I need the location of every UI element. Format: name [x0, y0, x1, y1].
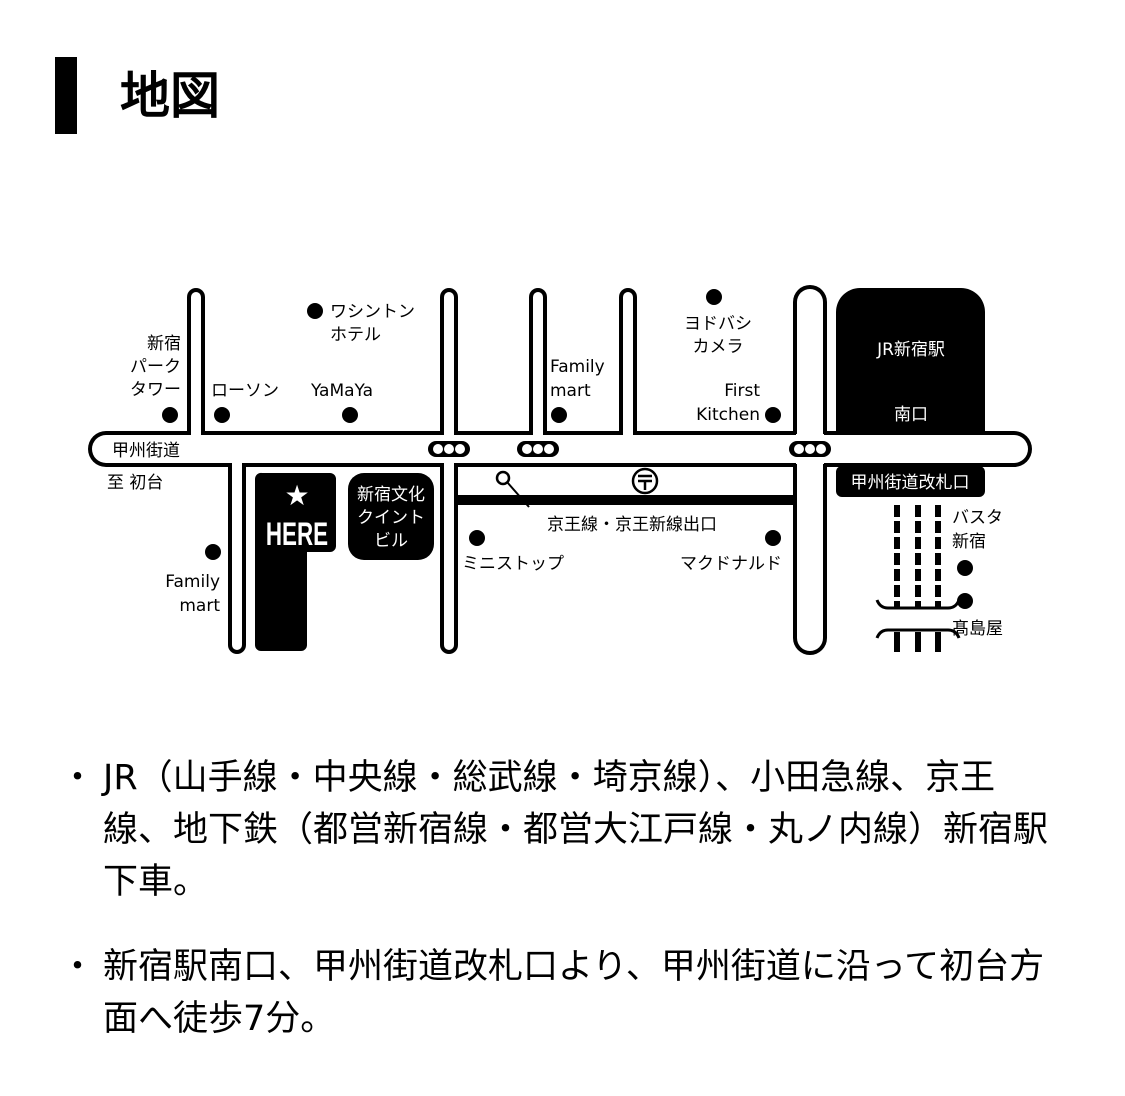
access-map: ★ HERE 新宿文化 クイント ビル JR新宿駅 南口 甲州街道改札口 甲州街… [88, 285, 1032, 655]
koshu-gate-box [836, 466, 985, 497]
map-label: mart [179, 596, 220, 616]
map-label: ヨドバシ [684, 314, 752, 334]
dot-ministop [469, 530, 485, 546]
map-label: mart [550, 381, 591, 401]
map-label: ホテル [330, 325, 381, 345]
dot-takashimaya [957, 593, 973, 609]
heading-bar [55, 57, 77, 134]
dot-first-kitchen [765, 407, 781, 423]
map-label: 南口 [894, 405, 928, 425]
map-label: マクドナルド [680, 554, 782, 574]
map-label: 甲州街道改札口 [851, 473, 970, 493]
traffic-light-icon [517, 441, 559, 457]
bullet: ・ [60, 758, 96, 798]
star-icon: ★ [284, 479, 309, 512]
map-label: 新宿 [952, 532, 986, 552]
map-label: ワシントン [330, 302, 415, 322]
map-label: YaMaYa [310, 381, 373, 401]
landmark-dots [162, 289, 973, 609]
map-label: 髙島屋 [952, 619, 1003, 639]
here-building [254, 472, 336, 651]
note-text: 新宿駅南口、甲州街道改札口より、甲州街道に沿って初台方面へ徒歩7分。 [103, 947, 1045, 1039]
map-label: ミニストップ [462, 554, 564, 574]
map-label: 新宿 [147, 334, 181, 354]
dot-yamaya [342, 407, 358, 423]
map-label: Kitchen [696, 405, 760, 425]
map-label: 新宿文化 [357, 485, 425, 505]
traffic-light-icon [789, 441, 831, 457]
keio-passage-bar [456, 495, 794, 505]
post-office-icon [631, 467, 659, 495]
map-label: カメラ [693, 337, 744, 357]
access-notes: ・ JR（山手線・中央線・総武線・埼京線）、小田急線、京王線、地下鉄（都営新宿線… [60, 752, 1060, 1078]
note-item: ・ JR（山手線・中央線・総武線・埼京線）、小田急線、京王線、地下鉄（都営新宿線… [60, 752, 1060, 908]
map-label: JR新宿駅 [876, 340, 945, 360]
map-label: Family [550, 357, 605, 377]
map-label: ビル [374, 531, 408, 551]
dot-familymart-north [551, 407, 567, 423]
dot-familymart-south [205, 544, 221, 560]
map-label: クイント [357, 508, 425, 528]
map-label: タワー [130, 380, 181, 400]
quint-building [348, 473, 434, 560]
map-label: パーク [130, 357, 181, 377]
map-label: Family [165, 572, 220, 592]
page-title: 地図 [120, 67, 220, 125]
bullet: ・ [60, 947, 96, 987]
map-label: バスタ [952, 508, 1003, 528]
dot-busta [957, 560, 973, 576]
traffic-light-icon [428, 441, 470, 457]
dot-park-tower [162, 407, 178, 423]
note-text: JR（山手線・中央線・総武線・埼京線）、小田急線、京王線、地下鉄（都営新宿線・都… [103, 758, 1049, 902]
jr-station-block [836, 288, 985, 433]
dot-yodobashi [706, 289, 722, 305]
here-label: HERE [266, 516, 328, 552]
note-item: ・ 新宿駅南口、甲州街道改札口より、甲州街道に沿って初台方面へ徒歩7分。 [60, 941, 1060, 1045]
map-label: 京王線・京王新線出口 [547, 515, 717, 535]
map-label: ローソン [211, 381, 279, 401]
walkway [894, 505, 941, 652]
map-label: 甲州街道 [112, 441, 180, 461]
dot-washington [307, 303, 323, 319]
bridge-upper [875, 599, 961, 610]
dot-lawson [214, 407, 230, 423]
map-label: First [724, 381, 760, 401]
bridge-lower [875, 628, 961, 639]
map-label: 至 初台 [107, 473, 163, 493]
keio-exit-marker [495, 470, 511, 486]
dot-mcdonalds [765, 530, 781, 546]
